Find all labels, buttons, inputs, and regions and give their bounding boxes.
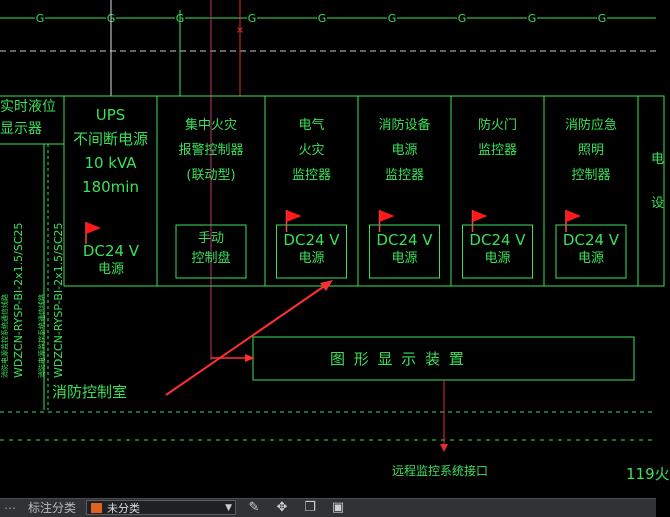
electrical-fire-title-line-2: 监控器 — [291, 168, 332, 183]
fire-equipment-sub-label-0: DC24 V — [376, 231, 433, 249]
fire-equipment-sub-label-1: 电源 — [391, 251, 418, 266]
dots-handle-icon[interactable]: ⋯ — [4, 501, 16, 515]
electrical-fire-sub-label-1: 电源 — [298, 251, 325, 266]
bus-node-0: G — [36, 12, 45, 25]
cabinet-row-frame — [63, 95, 665, 287]
stamp-icon[interactable]: ▣ — [331, 500, 345, 515]
annotation-arrow-2 — [211, 354, 255, 362]
bus-node-3: G — [248, 12, 257, 25]
room-label: 消防控制室 — [52, 383, 128, 401]
bus-node-5: G — [388, 12, 397, 25]
annotation-category-label: 标注分类 — [28, 501, 77, 515]
copy-icon[interactable]: ❐ — [304, 500, 316, 515]
ups-flag-icon[interactable] — [85, 222, 101, 244]
left-panel-line1: 实时液位 — [0, 99, 56, 115]
right-edge-char-1: 电 — [651, 152, 665, 167]
emergency-lighting-flag-icon[interactable] — [565, 210, 581, 232]
fire-alarm-title-line-2: (联动型) — [186, 168, 236, 183]
fire-door-title-line-1: 监控器 — [477, 143, 518, 158]
emergency-lighting-title-line-0: 消防应急 — [564, 118, 618, 133]
ups-sub-label-0: DC24 V — [82, 242, 140, 260]
electrical-fire-title-line-0: 电气 — [298, 118, 325, 133]
ups-title-line-1: 不间断电源 — [72, 130, 149, 148]
pencil-icon[interactable]: ✎ — [248, 500, 260, 515]
left-panel-line2: 显示器 — [0, 121, 42, 137]
bus-node-8: G — [598, 12, 607, 25]
fire-equipment-title-line-1: 电源 — [391, 143, 418, 158]
status-bar: ⋯ 标注分类 未分类 ▼ ✎ ✥ ❐ ▣ — [0, 498, 656, 517]
fire-alarm-title-line-0: 集中火灾 — [184, 118, 238, 133]
emergency-lighting-sub-box — [555, 224, 627, 279]
fire-door-sub-label-0: DC24 V — [469, 231, 526, 249]
electrical-fire-title-line-1: 火灾 — [298, 143, 325, 158]
move-icon[interactable]: ✥ — [276, 500, 288, 515]
fire-equipment-title-line-2: 监控器 — [384, 168, 425, 183]
fire-equipment-sub-box — [369, 224, 440, 279]
fire-equipment-flag-icon[interactable] — [378, 210, 395, 232]
fire-alarm-sub-label-0: 手动 — [197, 231, 225, 246]
annotation-arrow-1 — [165, 280, 333, 396]
chevron-down-icon: ▼ — [225, 503, 232, 513]
cable-small-label-2: 消防电源监控系统通信线路 — [38, 294, 46, 378]
fire-equipment-title-line-0: 消防设备 — [378, 118, 431, 133]
fire-alarm-sub-box — [175, 224, 247, 279]
remote-arrow-head — [440, 444, 448, 452]
right-edge-char-2: 设 — [651, 196, 665, 211]
ups-title-line-0: UPS — [95, 106, 126, 124]
electrical-fire-sub-box — [276, 224, 347, 279]
cable-label-2: WDZCN-RYSP-BI-2x1.5/SC25 — [52, 222, 65, 379]
category-select-value: 未分类 — [107, 502, 140, 515]
emergency-lighting-title-line-1: 照明 — [577, 143, 605, 158]
emergency-lighting-sub-label-1: 电源 — [577, 251, 605, 266]
ups-title-line-3: 180min — [82, 178, 139, 196]
annotation-category-select[interactable]: 未分类 ▼ — [86, 500, 236, 515]
category-color-swatch — [91, 503, 102, 513]
fire-door-sub-box — [462, 224, 533, 279]
bus-node-4: G — [318, 12, 327, 25]
cable-label-1: WDZCN-RYSP-BI-2x1.5/SC25 — [12, 222, 25, 379]
emergency-lighting-sub-label-0: DC24 V — [562, 231, 620, 249]
cable-small-label-1: 消防电源监控系统通信线路 — [1, 294, 9, 378]
electrical-fire-flag-icon[interactable] — [285, 210, 302, 232]
ups-title-line-2: 10 kVA — [84, 154, 137, 172]
bus-node-7: G — [528, 12, 537, 25]
ups-sub-label-1: 电源 — [97, 262, 125, 277]
fire-door-sub-label-1: 电源 — [484, 251, 511, 266]
electrical-fire-sub-label-0: DC24 V — [283, 231, 340, 249]
emergency-lighting-title-line-2: 控制器 — [571, 168, 611, 183]
remote-interface-label: 远程监控系统接口 — [392, 464, 489, 478]
page-fragment: 119火 — [626, 465, 670, 483]
fire-alarm-sub-label-1: 控制盘 — [191, 251, 231, 266]
bus-node-6: G — [458, 12, 467, 25]
graphic-display-label: 图 形 显 示 装 置 — [330, 350, 466, 368]
fire-alarm-title-line-1: 报警控制器 — [178, 143, 244, 158]
fire-door-flag-icon[interactable] — [471, 210, 488, 232]
fire-door-title-line-0: 防火门 — [477, 118, 518, 133]
